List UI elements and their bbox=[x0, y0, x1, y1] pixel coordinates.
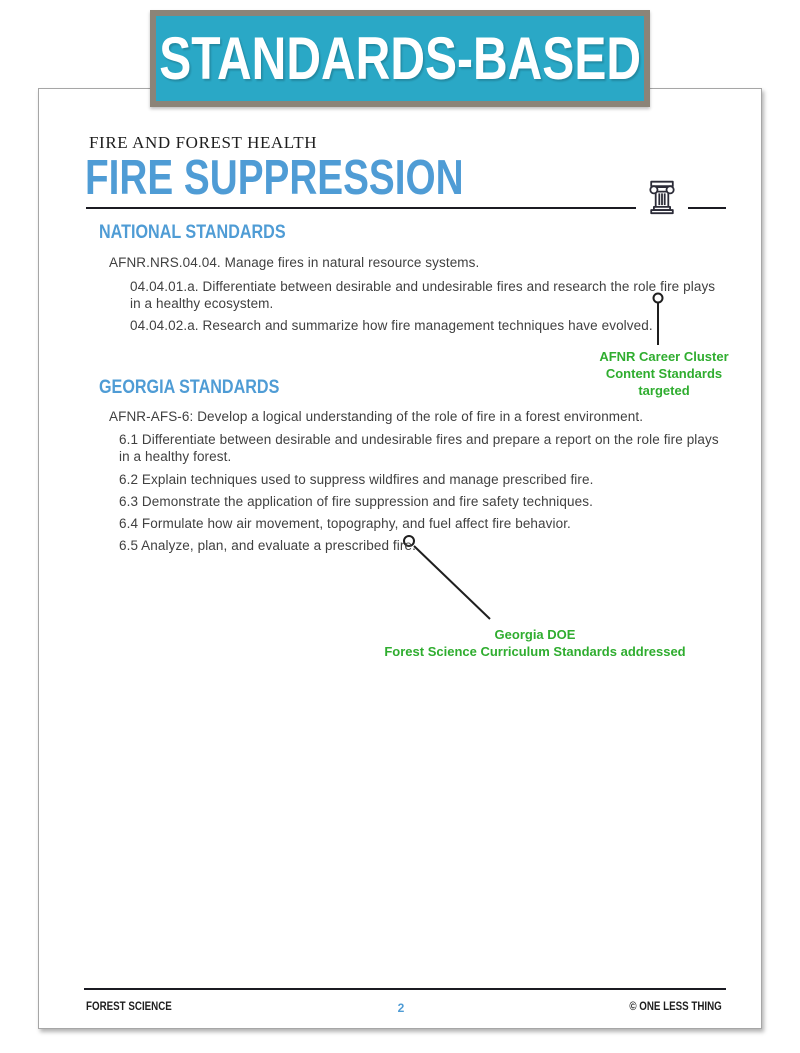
georgia-standards-heading: GEORGIA STANDARDS bbox=[99, 377, 280, 398]
unit-category: FIRE AND FOREST HEALTH bbox=[89, 133, 318, 152]
national-standard-item: 04.04.02.a. Research and summarize how f… bbox=[130, 318, 653, 333]
georgia-standard-statement: AFNR-AFS-6: Develop a logical understand… bbox=[109, 409, 644, 424]
footer-course-name: FOREST SCIENCE bbox=[86, 1001, 172, 1013]
banner-title: STANDARDS-BASED bbox=[159, 25, 641, 92]
callout-line: Forest Science Curriculum Standards addr… bbox=[384, 644, 686, 659]
callout-line: Georgia DOE bbox=[494, 627, 576, 642]
national-standard-statement: AFNR.NRS.04.04. Manage fires in natural … bbox=[109, 255, 480, 270]
footer-publisher: © ONE LESS THING bbox=[629, 1001, 722, 1013]
page-title: FIRE SUPPRESSION bbox=[85, 151, 464, 205]
callout-line: Content Standards bbox=[605, 366, 723, 381]
georgia-standard-item: 6.3 Demonstrate the application of fire … bbox=[119, 494, 593, 509]
footer-rule bbox=[84, 988, 726, 990]
callout-line: targeted bbox=[638, 383, 690, 398]
georgia-standard-item: 6.1 Differentiate between desirable and … bbox=[119, 432, 719, 464]
afnr-callout-note: AFNR Career Cluster Content Standards ta… bbox=[564, 348, 764, 399]
national-standards-heading: NATIONAL STANDARDS bbox=[99, 222, 286, 243]
greek-column-icon bbox=[636, 178, 688, 215]
georgia-standard-item: 6.4 Formulate how air movement, topograp… bbox=[119, 516, 571, 531]
standards-banner: STANDARDS-BASED bbox=[150, 10, 650, 107]
georgia-standard-item: 6.2 Explain techniques used to suppress … bbox=[119, 472, 594, 487]
georgia-standard-item: 6.5 Analyze, plan, and evaluate a prescr… bbox=[119, 538, 416, 553]
national-standard-item: 04.04.01.a. Differentiate between desira… bbox=[130, 279, 716, 311]
document-page: FIRE AND FOREST HEALTH FIRE SUPPRESSION bbox=[38, 88, 762, 1029]
callout-line-diagonal bbox=[413, 545, 491, 620]
georgia-doe-callout-note: Georgia DOE Forest Science Curriculum St… bbox=[375, 626, 695, 660]
title-rule bbox=[86, 207, 726, 209]
footer-page-number: 2 bbox=[397, 1001, 405, 1015]
callout-line: AFNR Career Cluster bbox=[599, 349, 729, 364]
